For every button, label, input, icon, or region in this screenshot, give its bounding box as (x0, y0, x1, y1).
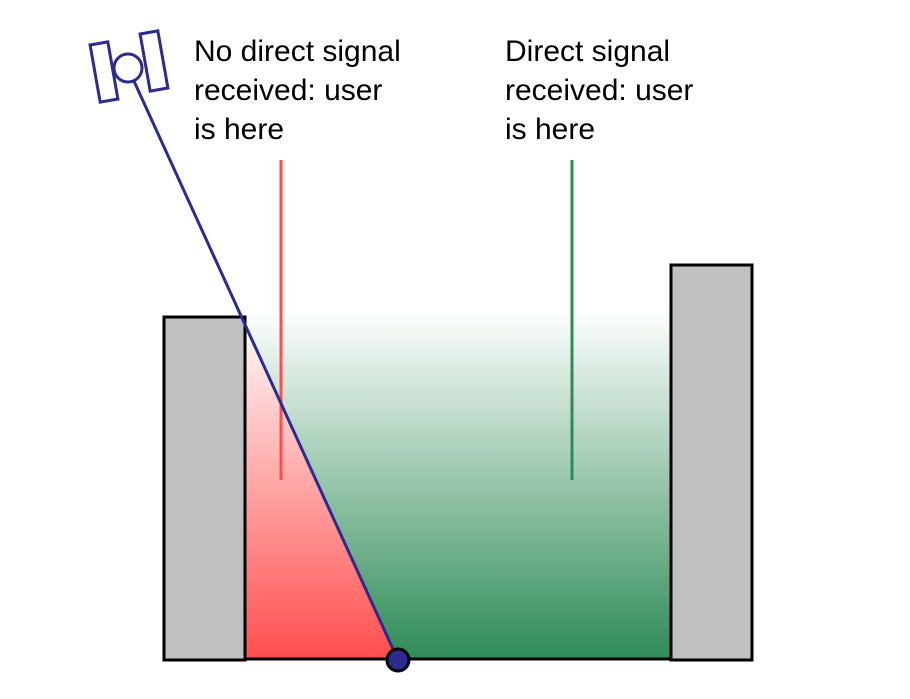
direct-signal-label-line-2: received: user (505, 74, 694, 107)
no-signal-label-line-3: is here (194, 113, 285, 146)
no-signal-label-line-2: received: user (194, 74, 383, 107)
receiver-point-icon (385, 647, 411, 673)
right-building (669, 263, 754, 662)
direct-signal-label: Direct signal received: user is here (505, 32, 693, 149)
satellite-icon (88, 29, 170, 104)
left-building (162, 315, 247, 662)
direct-signal-label-line-3: is here (505, 113, 596, 146)
direct-signal-zone (236, 310, 670, 660)
satellite-signal-ray (126, 67, 400, 661)
direct-signal-label-line-1: Direct signal (505, 35, 671, 68)
no-signal-label: No direct signal received: user is here (194, 32, 401, 149)
no-signal-label-line-1: No direct signal (194, 35, 401, 68)
